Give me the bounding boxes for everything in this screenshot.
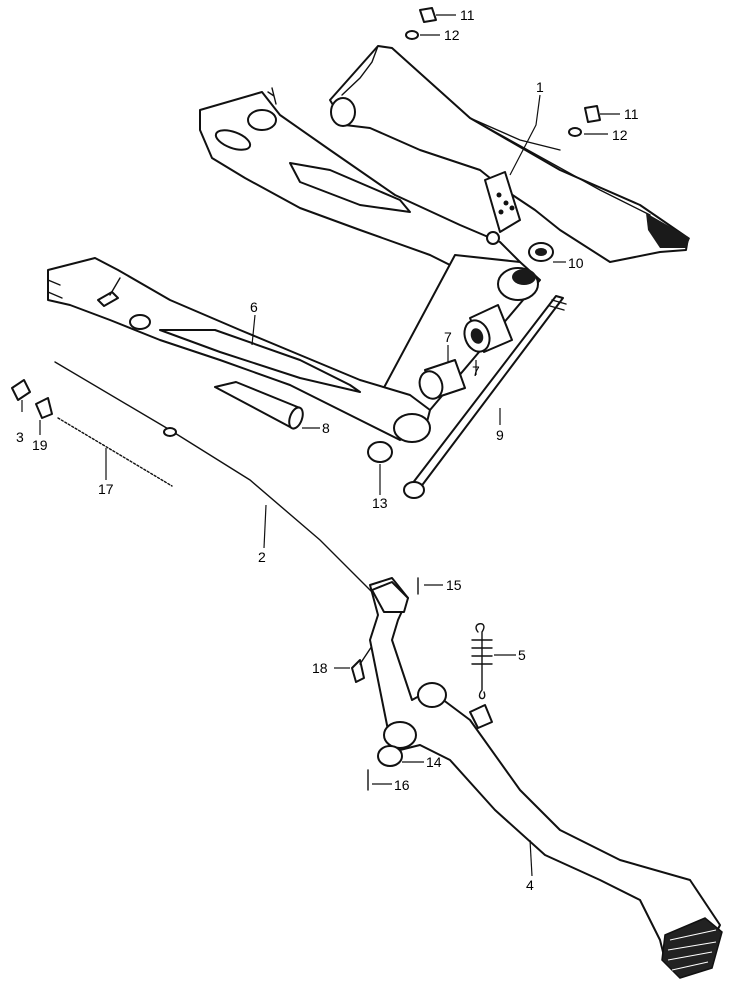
callout-7b: 7 [472, 363, 480, 379]
rod-spring [57, 417, 173, 487]
callout-labels: 11 12 1 11 12 10 6 7 7 8 9 3 19 17 13 2 … [16, 7, 639, 893]
bolt-right [568, 105, 601, 137]
washer-14 [377, 745, 403, 767]
chain-case [329, 45, 690, 263]
callout-17: 17 [98, 481, 114, 497]
callout-4: 4 [526, 877, 534, 893]
brake-pedal [369, 577, 723, 979]
callout-11b: 11 [624, 106, 639, 122]
callout-9: 9 [496, 427, 504, 443]
callout-16: 16 [394, 777, 410, 793]
callout-14: 14 [426, 754, 442, 770]
callout-2: 2 [258, 549, 266, 565]
callout-12b: 12 [612, 127, 628, 143]
leader-lines [21, 14, 620, 877]
callout-7a: 7 [444, 329, 452, 345]
callout-6: 6 [250, 299, 258, 315]
bushing-pair [418, 304, 513, 400]
callout-19: 19 [32, 437, 48, 453]
callout-11a: 11 [460, 7, 475, 23]
callout-12a: 12 [444, 27, 460, 43]
callout-1: 1 [536, 79, 544, 95]
callout-15: 15 [446, 577, 462, 593]
clevis-pin-18 [351, 645, 373, 683]
callout-3: 3 [16, 429, 24, 445]
clevis-pin [11, 379, 53, 419]
callout-18: 18 [312, 660, 328, 676]
washer-13 [367, 441, 393, 463]
callout-5: 5 [518, 647, 526, 663]
swing-arm [47, 87, 541, 443]
callout-8: 8 [322, 420, 330, 436]
bolt-upper [405, 7, 437, 40]
callout-10: 10 [568, 255, 584, 271]
cover-tube [214, 381, 304, 430]
return-spring [471, 623, 493, 700]
pivot-bolt [403, 295, 567, 499]
callout-13: 13 [372, 495, 388, 511]
pivot-nut [528, 242, 554, 262]
brake-rod [54, 361, 373, 593]
